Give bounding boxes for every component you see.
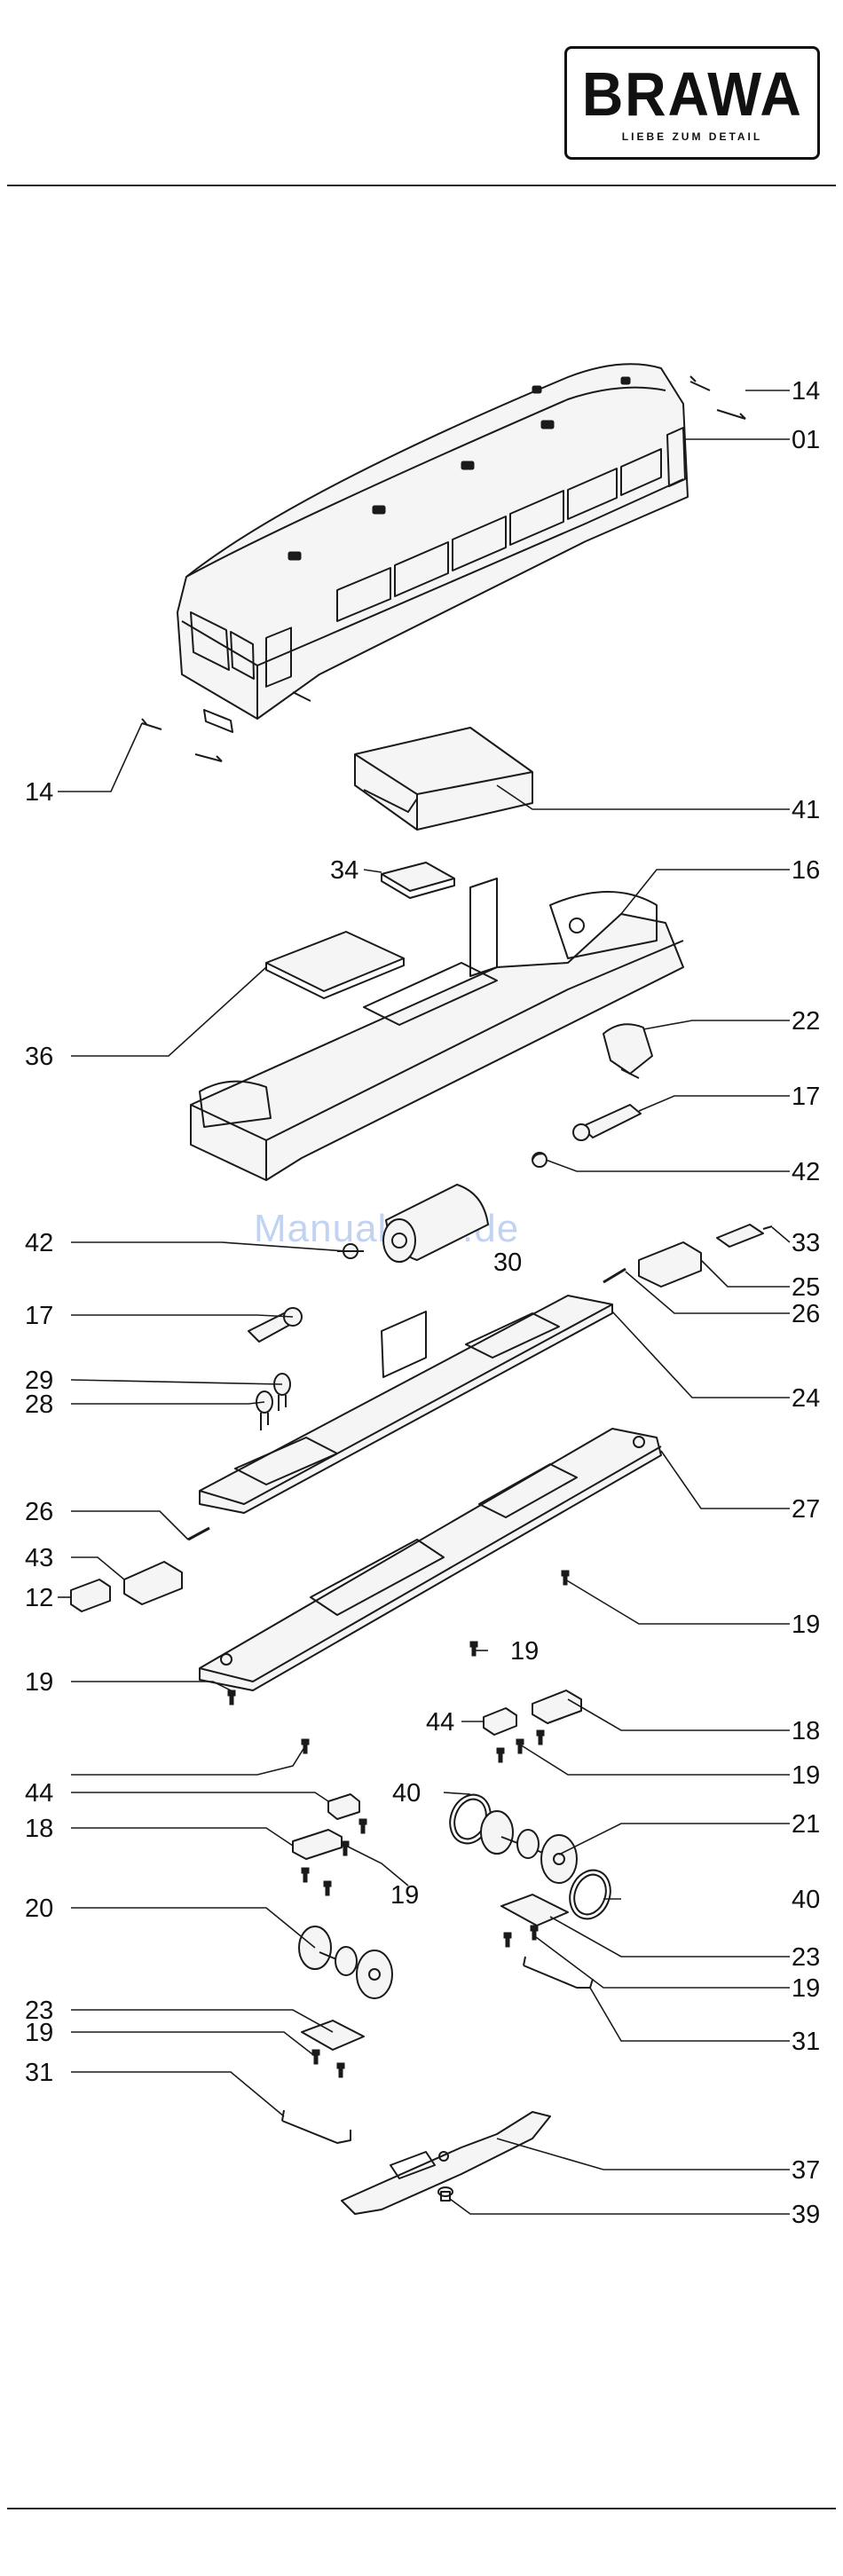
coupler-housing-part-25 bbox=[639, 1242, 701, 1287]
callout-24: 24 bbox=[792, 1384, 820, 1413]
callout-19-c: 19 bbox=[792, 1611, 820, 1639]
callout-31-left: 31 bbox=[25, 2059, 53, 2087]
callout-30: 30 bbox=[493, 1249, 522, 1277]
bearing-plate-part-44-left bbox=[328, 1794, 359, 1819]
callout-37: 37 bbox=[792, 2156, 820, 2185]
wheelset-part-20 bbox=[299, 1926, 392, 1998]
callout-19-b: 19 bbox=[510, 1637, 539, 1666]
led-part-28 bbox=[256, 1391, 272, 1430]
callout-40-right: 40 bbox=[792, 1886, 820, 1914]
callout-23-right: 23 bbox=[792, 1943, 820, 1972]
bogie-frame-part-37 bbox=[342, 2112, 550, 2214]
spring-part-26-left bbox=[188, 1528, 209, 1540]
callout-20: 20 bbox=[25, 1895, 53, 1923]
coupler-part-12 bbox=[71, 1579, 110, 1611]
decoder-chip-part bbox=[382, 863, 454, 898]
callout-39: 39 bbox=[792, 2201, 820, 2229]
callout-18-right: 18 bbox=[792, 1717, 820, 1745]
callout-19-a: 19 bbox=[25, 1668, 53, 1697]
leader-lines bbox=[58, 390, 790, 2214]
coupler-part-22 bbox=[603, 1024, 652, 1078]
bearing-plate-part-44-right bbox=[484, 1708, 516, 1735]
callout-12: 12 bbox=[25, 1584, 53, 1612]
callout-43: 43 bbox=[25, 1544, 53, 1572]
spring-part-26-right bbox=[603, 1269, 626, 1282]
callout-26-left: 26 bbox=[25, 1498, 53, 1526]
callout-25: 25 bbox=[792, 1273, 820, 1302]
cover-plate-part-23-left bbox=[302, 2021, 364, 2050]
callout-19-f: 19 bbox=[792, 1974, 820, 2003]
coupler-housing-part-43 bbox=[124, 1562, 182, 1604]
railcar-body-part bbox=[177, 364, 688, 732]
callout-19-e: 19 bbox=[390, 1881, 419, 1910]
callout-42-bottom: 42 bbox=[25, 1229, 53, 1257]
callout-19-d: 19 bbox=[792, 1761, 820, 1790]
circuit-board-part bbox=[266, 932, 404, 998]
brake-rod-part-31-left bbox=[282, 2110, 351, 2143]
grab-handle-part-bottom bbox=[142, 719, 222, 761]
callout-17-top: 17 bbox=[792, 1083, 820, 1111]
motor-part bbox=[383, 1185, 488, 1262]
bearing-plate-part-18-left bbox=[293, 1830, 342, 1859]
callout-27: 27 bbox=[792, 1495, 820, 1524]
callout-33: 33 bbox=[792, 1229, 820, 1257]
speaker-box-part bbox=[355, 728, 532, 830]
wheelset-part-21 bbox=[481, 1811, 577, 1883]
grab-handle-part-top bbox=[690, 376, 745, 419]
callout-26-right: 26 bbox=[792, 1300, 820, 1328]
callout-16: 16 bbox=[792, 856, 820, 885]
callout-44-left: 44 bbox=[25, 1779, 53, 1808]
bearing-plate-part-18-right bbox=[532, 1690, 581, 1723]
callout-14-top: 14 bbox=[792, 377, 820, 406]
callout-36: 36 bbox=[25, 1043, 53, 1071]
callout-22: 22 bbox=[792, 1007, 820, 1036]
coupler-part-33 bbox=[717, 1225, 772, 1247]
callout-01: 01 bbox=[792, 426, 820, 454]
callout-41: 41 bbox=[792, 796, 820, 824]
callout-14-bottom: 14 bbox=[25, 778, 53, 807]
worm-gear-part-top bbox=[573, 1105, 641, 1140]
callout-28: 28 bbox=[25, 1390, 53, 1419]
bearing-clip-part-top bbox=[532, 1153, 547, 1167]
callout-19-g: 19 bbox=[25, 2019, 53, 2047]
callout-17-bottom: 17 bbox=[25, 1302, 53, 1330]
led-part-29 bbox=[274, 1374, 290, 1411]
worm-gear-part-bottom bbox=[248, 1308, 302, 1342]
callout-40-left: 40 bbox=[392, 1779, 421, 1808]
callout-labels: 14 01 14 41 34 16 36 22 17 42 42 30 33 2… bbox=[25, 377, 820, 2229]
callout-21: 21 bbox=[792, 1810, 820, 1839]
callout-18-left: 18 bbox=[25, 1815, 53, 1843]
callout-31-right: 31 bbox=[792, 2028, 820, 2056]
callout-42-top: 42 bbox=[792, 1158, 820, 1186]
callout-34: 34 bbox=[330, 856, 358, 885]
callout-44-right: 44 bbox=[426, 1708, 454, 1737]
